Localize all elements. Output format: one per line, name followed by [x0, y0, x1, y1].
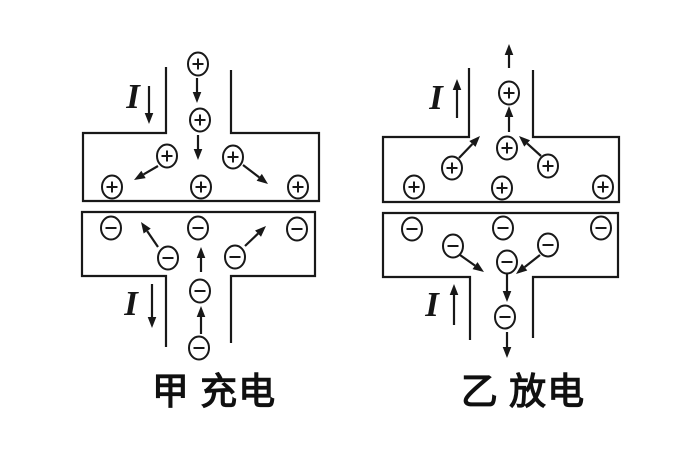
negative-charge-icon — [187, 215, 209, 241]
positive-charge-icon — [287, 174, 309, 200]
positive-charge-icon — [156, 143, 178, 169]
current-direction-arrow-icon — [449, 284, 459, 325]
negative-charge-icon — [100, 215, 122, 241]
current-direction-arrow-icon — [452, 79, 462, 118]
negative-charge-icon — [492, 215, 514, 241]
positive-charge-icon — [441, 155, 463, 181]
charge-motion-arrow-icon — [193, 135, 203, 160]
charge-motion-arrow-icon — [502, 274, 512, 302]
negative-charge-icon — [286, 216, 308, 242]
positive-charge-icon — [498, 80, 520, 106]
charge-motion-arrow-icon — [192, 78, 202, 103]
charge-motion-arrow-icon — [134, 165, 159, 180]
charge-motion-arrow-icon — [504, 106, 514, 132]
current-label-right-top: I — [428, 78, 444, 117]
left-bottom-plate-with-lead — [80, 210, 317, 347]
positive-charge-icon — [187, 51, 209, 77]
charge-motion-arrow-icon — [244, 226, 266, 247]
charges-and-arrows-layer — [100, 44, 614, 361]
positive-charge-icon — [592, 174, 614, 200]
positive-charge-icon — [189, 107, 211, 133]
charge-motion-arrow-icon — [458, 136, 480, 159]
negative-charge-icon — [224, 244, 246, 270]
charge-motion-arrow-icon — [196, 306, 206, 334]
negative-charge-icon — [537, 232, 559, 258]
right-bottom-plate-with-lead — [381, 211, 620, 340]
positive-charge-icon — [537, 153, 559, 179]
current-direction-arrow-icon — [147, 284, 157, 328]
positive-charge-icon — [403, 174, 425, 200]
left-top-plate-with-lead — [81, 67, 321, 203]
negative-charge-icon — [157, 245, 179, 271]
current-direction-arrow-icon — [144, 86, 154, 124]
caption-jia-charging: 甲 充电 — [152, 371, 276, 413]
charge-motion-arrow-icon — [516, 254, 541, 274]
charge-motion-arrow-icon — [141, 222, 159, 248]
positive-charge-icon — [496, 135, 518, 161]
negative-charge-icon — [189, 278, 211, 304]
negative-charge-icon — [442, 233, 464, 259]
charge-motion-arrow-icon — [519, 136, 542, 157]
negative-charge-icon — [188, 335, 210, 361]
current-label-right-bottom: I — [424, 285, 440, 324]
charge-motion-arrow-icon — [459, 254, 484, 272]
negative-charge-icon — [590, 215, 612, 241]
negative-charge-icon — [401, 216, 423, 242]
negative-charge-icon — [494, 304, 516, 330]
current-label-left-bottom: I — [123, 284, 139, 323]
right-top-plate-with-lead — [381, 68, 621, 204]
positive-charge-icon — [190, 174, 212, 200]
current-label-left-top: I — [125, 77, 141, 116]
positive-charge-icon — [491, 175, 513, 201]
positive-charge-icon — [101, 174, 123, 200]
caption-yi-discharging: 乙 放电 — [461, 371, 585, 413]
negative-charge-icon — [496, 249, 518, 275]
charge-motion-arrow-icon — [242, 164, 268, 184]
positive-charge-icon — [222, 144, 244, 170]
charge-motion-arrow-icon — [196, 247, 206, 272]
charge-motion-arrow-icon — [504, 44, 514, 68]
charge-motion-arrow-icon — [502, 332, 512, 358]
